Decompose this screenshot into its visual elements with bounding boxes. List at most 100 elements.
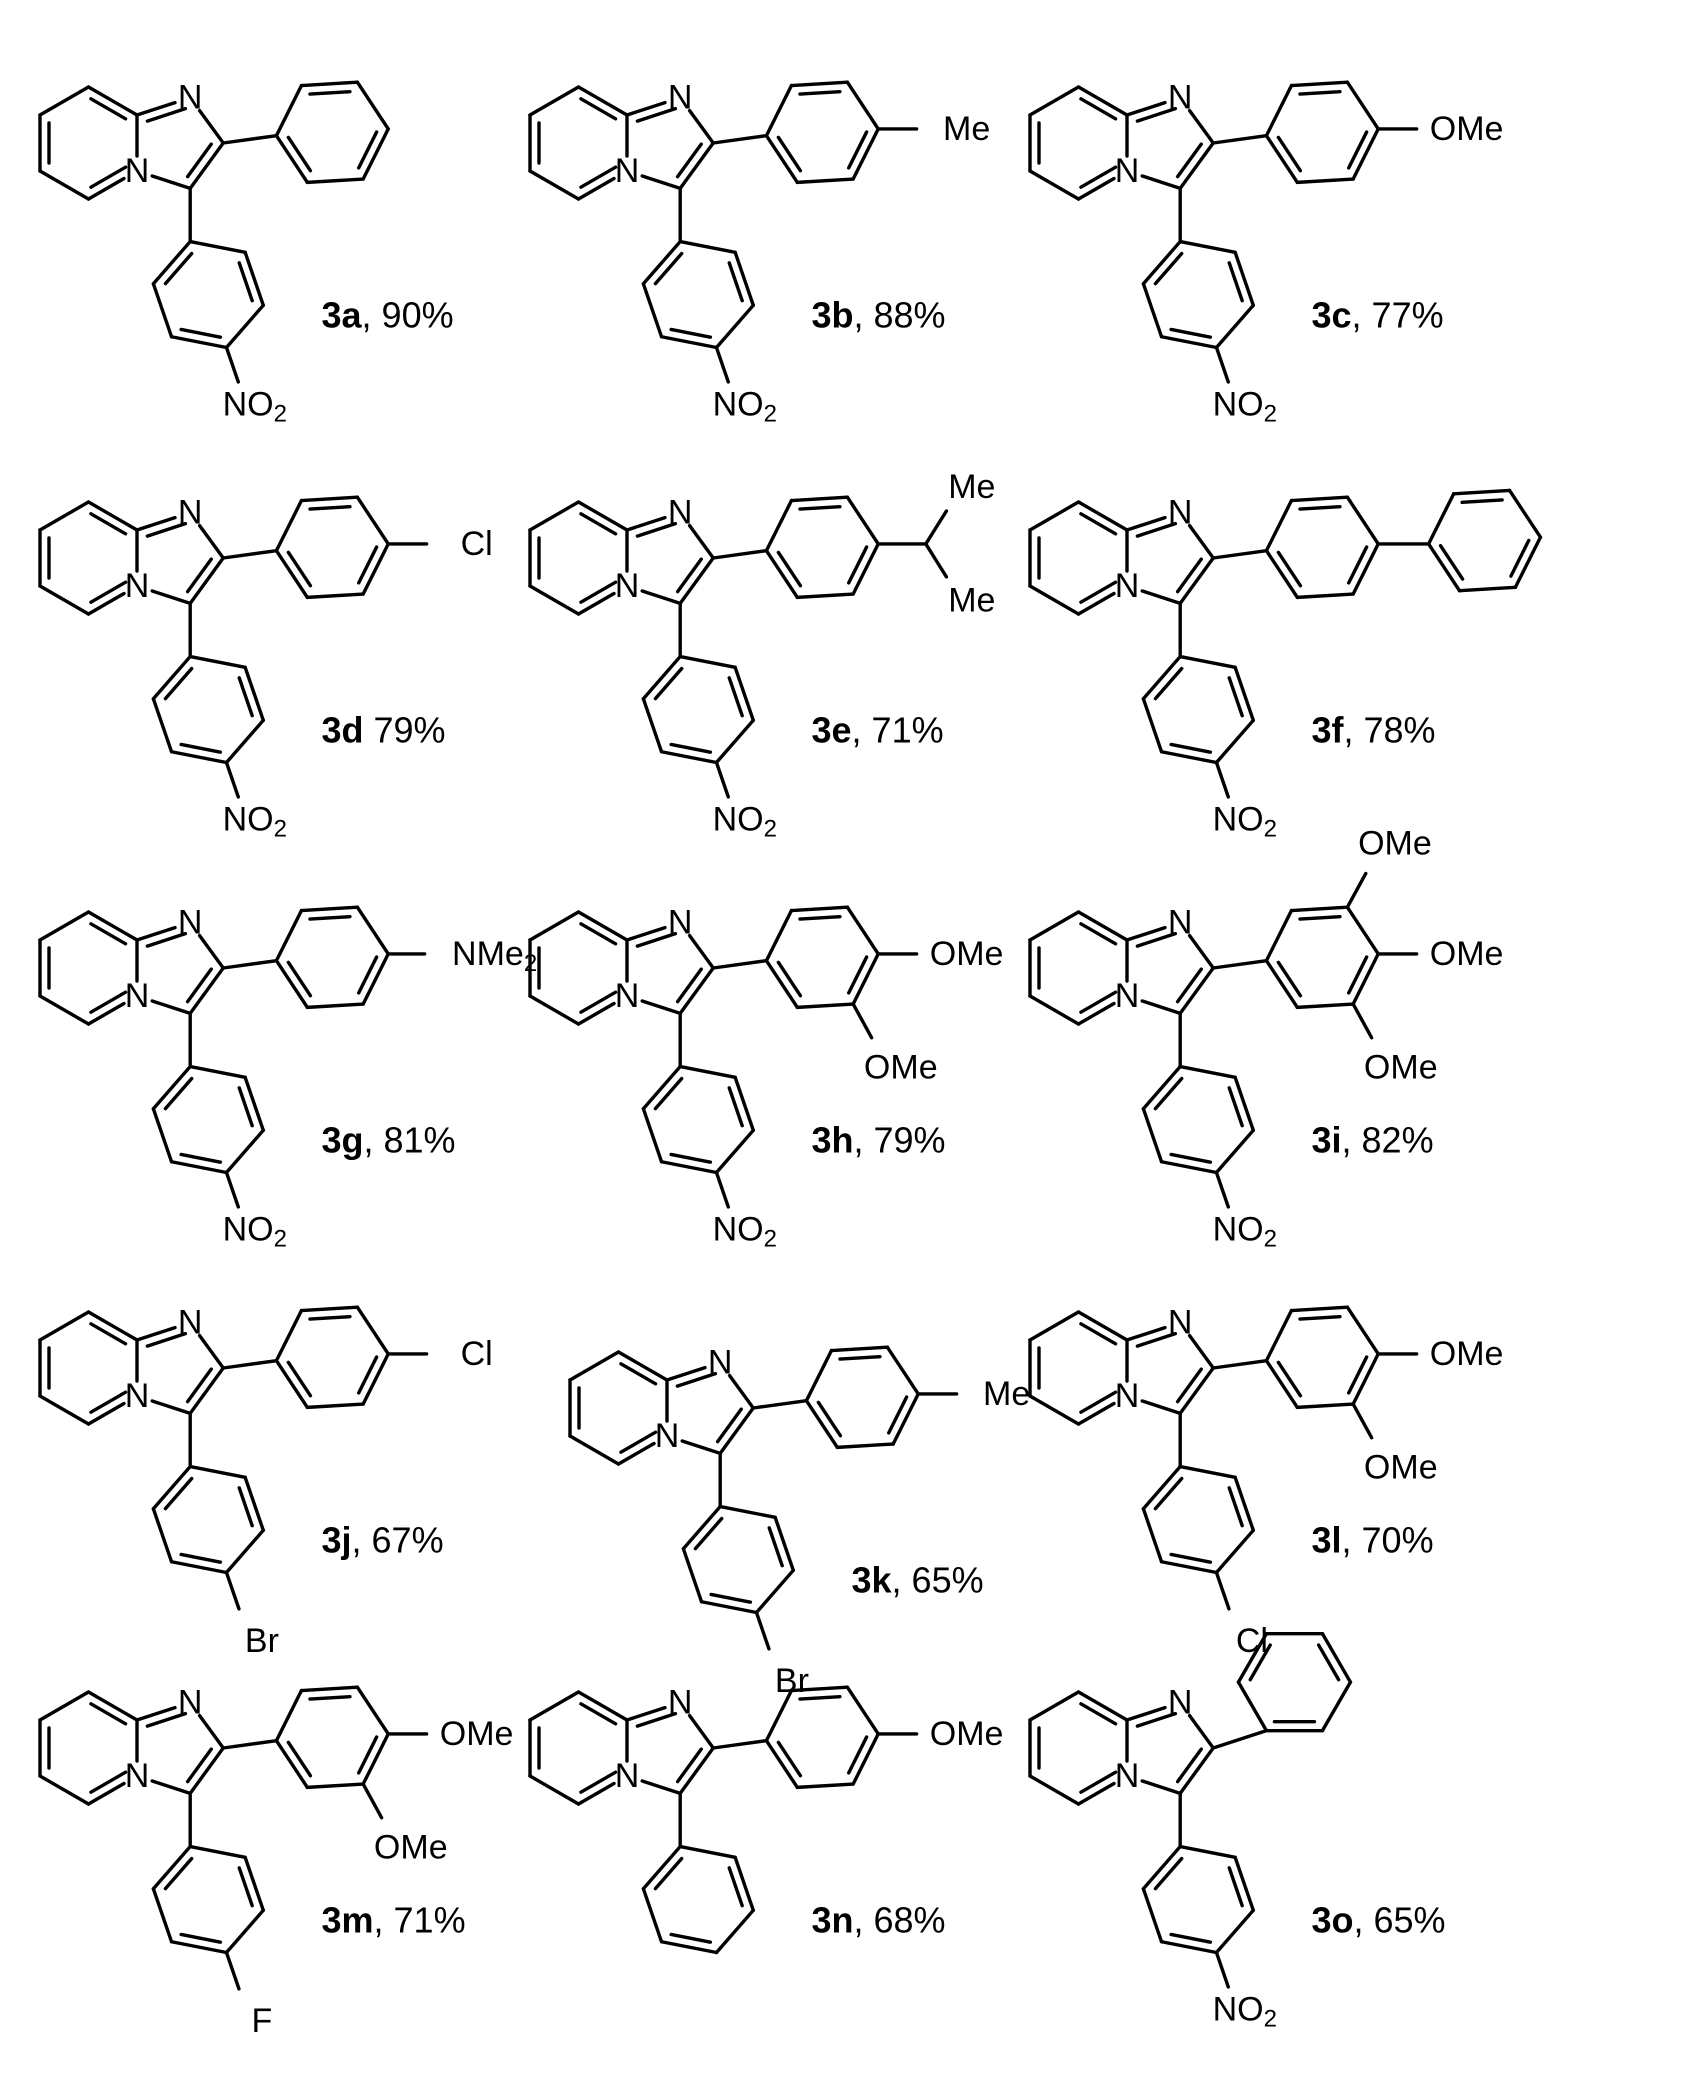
bond xyxy=(851,1732,880,1786)
double-bond-line xyxy=(727,261,744,303)
bridgehead-nitrogen: N xyxy=(615,1757,640,1795)
bond xyxy=(727,1373,755,1410)
c2-aryl-ring xyxy=(764,1685,880,1790)
bridgehead-nitrogen: N xyxy=(1115,1377,1140,1415)
imidazopyridine-core: NN xyxy=(528,1684,715,1806)
double-bond-line xyxy=(1227,1486,1244,1528)
bond xyxy=(641,239,682,286)
bond xyxy=(1141,1464,1182,1511)
bond xyxy=(714,760,730,799)
double-bond-line xyxy=(89,1390,128,1414)
compound-id: 3m xyxy=(321,1899,373,1940)
c3-aryl-ring xyxy=(641,1064,755,1175)
double-bond-line xyxy=(579,922,618,946)
double-bond-line xyxy=(286,1360,313,1398)
bond xyxy=(1264,133,1299,185)
c2-para-substituent: OMe xyxy=(1430,935,1504,973)
c2-aryl-ring xyxy=(274,905,390,1010)
compound-label: 3e,71% xyxy=(811,709,943,750)
imidazole-nitrogen: N xyxy=(668,79,693,117)
bond xyxy=(764,548,799,600)
bond xyxy=(616,1350,669,1382)
double-bond-line xyxy=(286,1740,313,1778)
bond xyxy=(1351,1002,1374,1040)
bond xyxy=(221,1738,279,1750)
imidazole-nitrogen: N xyxy=(1168,1684,1193,1722)
bond xyxy=(86,1690,139,1722)
bond xyxy=(1178,1064,1237,1080)
imidazole-nitrogen: N xyxy=(178,904,203,942)
bond xyxy=(640,1779,682,1796)
bond xyxy=(1214,1128,1255,1175)
imidazole-nitrogen: N xyxy=(1168,494,1193,532)
bond xyxy=(1187,108,1215,145)
bond xyxy=(86,910,139,942)
bond xyxy=(86,1401,126,1426)
bond xyxy=(733,1075,755,1133)
bond xyxy=(1076,1690,1129,1722)
bond xyxy=(361,127,390,181)
c2-meta-substituent: OMe xyxy=(864,1049,938,1087)
imidazopyridine-core: NN xyxy=(528,79,715,201)
bond xyxy=(851,542,880,596)
c2-para-substituent: Me xyxy=(983,1375,1030,1413)
c3-aryl-ring xyxy=(1141,654,1255,765)
bond xyxy=(224,1170,240,1209)
imidazopyridine-core: NN xyxy=(1028,1304,1215,1426)
double-bond-line xyxy=(1079,1390,1118,1414)
double-bond-line xyxy=(185,1367,213,1404)
compound-label: 3c,77% xyxy=(1311,294,1443,335)
compound-label: 3k,65% xyxy=(851,1559,983,1600)
bond xyxy=(1214,1908,1255,1955)
bond xyxy=(891,1392,920,1446)
double-bond-line xyxy=(1079,97,1118,121)
bond xyxy=(1125,1705,1167,1722)
bond xyxy=(86,176,126,201)
bond xyxy=(1289,905,1350,913)
bond xyxy=(678,556,715,606)
bond xyxy=(150,999,192,1016)
c3-aryl-ring xyxy=(641,239,755,350)
bond xyxy=(243,665,265,723)
c2-aryl-ring xyxy=(764,80,880,185)
c2-para-substituent: OMe xyxy=(1430,110,1504,148)
double-bond-line xyxy=(635,931,678,948)
bond xyxy=(1140,999,1182,1016)
bond xyxy=(1214,718,1255,765)
double-bond-line xyxy=(619,1362,658,1386)
c3-para-substituent: NO2 xyxy=(713,386,777,428)
c3-para-substituent: NO2 xyxy=(713,801,777,843)
bond xyxy=(528,584,581,616)
compound-id: 3f xyxy=(1311,709,1344,750)
bond xyxy=(1451,488,1512,496)
double-bond-line xyxy=(89,1770,128,1794)
bond xyxy=(641,697,664,754)
bond xyxy=(86,85,139,117)
compound-yield: 71% xyxy=(872,709,944,750)
double-bond-line xyxy=(89,580,128,604)
bond xyxy=(1187,523,1215,560)
double-bond-line xyxy=(89,990,128,1014)
c3-para-substituent: Br xyxy=(245,1622,279,1660)
bond xyxy=(687,108,715,145)
bond xyxy=(1178,1366,1215,1416)
double-bond-line xyxy=(1276,135,1303,173)
bond xyxy=(1028,994,1081,1026)
bond xyxy=(1076,1781,1116,1806)
c2-para-substituent: OMe xyxy=(1430,1335,1504,1373)
double-bond-line xyxy=(1153,1076,1184,1111)
bond xyxy=(38,1690,91,1722)
bond xyxy=(641,1844,682,1891)
double-bond-line xyxy=(1169,1932,1213,1944)
bond xyxy=(678,1746,715,1796)
bond xyxy=(169,335,229,350)
bond xyxy=(1028,1310,1081,1342)
compound-yield: 82% xyxy=(1362,1119,1434,1160)
compound-label: 3h,79% xyxy=(811,1119,945,1160)
bond xyxy=(659,1160,719,1175)
double-bond-line xyxy=(798,1694,842,1701)
bond xyxy=(135,100,177,117)
double-bond-line xyxy=(1438,543,1465,581)
